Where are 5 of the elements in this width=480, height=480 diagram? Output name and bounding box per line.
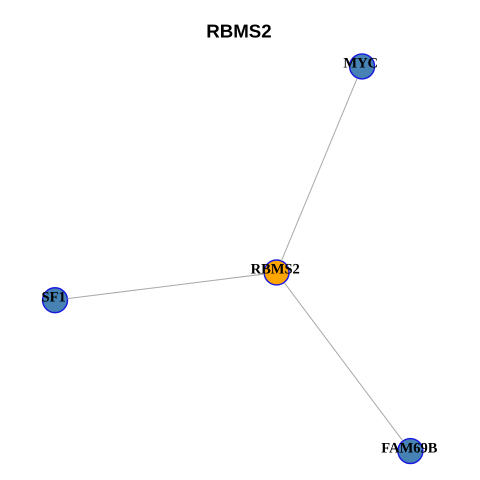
connector — [66, 274, 264, 300]
connector — [280, 78, 358, 261]
connector — [284, 282, 403, 441]
diagram-title: RBMS2 — [206, 20, 272, 42]
node-label: RBMS2 — [250, 262, 300, 278]
